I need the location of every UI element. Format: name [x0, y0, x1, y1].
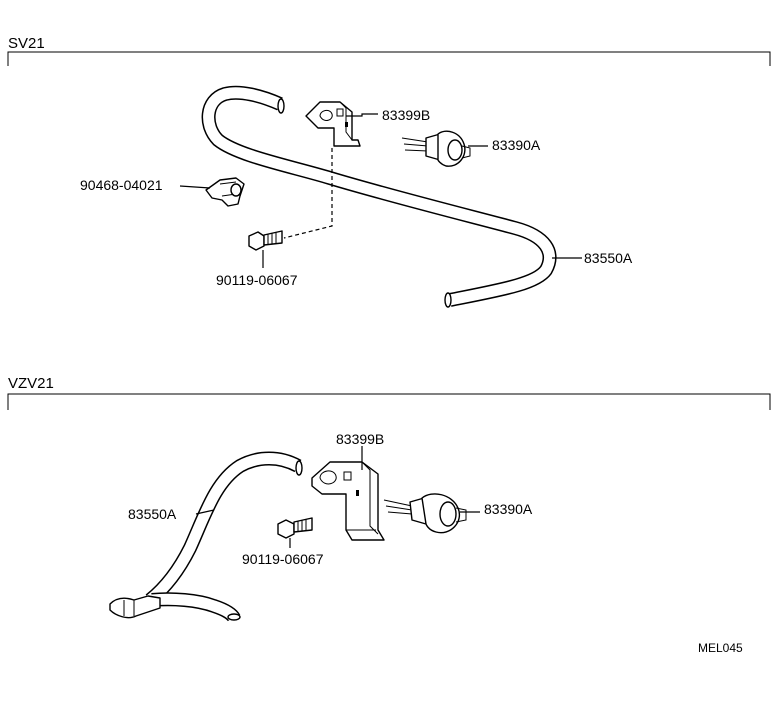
section-frame-sv21 [7, 51, 771, 66]
section-title-vzv21: VZV21 [8, 375, 54, 392]
label-83550a-vzv21: 83550A [128, 506, 177, 522]
switch-83390a-sv21 [401, 130, 471, 167]
label-83399b-sv21: 83399B [382, 107, 430, 123]
hose-83550a-vzv21 [109, 451, 303, 622]
label-83390a-vzv21: 83390A [484, 501, 533, 517]
section-sv21: SV21 [7, 35, 771, 308]
section-frame-vzv21 [7, 393, 771, 410]
label-90119-06067-vzv21: 90119-06067 [242, 551, 324, 567]
bracket-83399b-vzv21 [311, 461, 385, 541]
label-83399b-vzv21: 83399B [336, 431, 384, 447]
label-90119-06067-sv21: 90119-06067 [216, 272, 298, 288]
assembly-line-sv21 [283, 148, 333, 239]
bracket-83399b-sv21 [305, 101, 361, 147]
bolt-90119-06067-vzv21 [277, 517, 313, 539]
label-83390a-sv21: 83390A [492, 137, 541, 153]
label-90468-04021-sv21: 90468-04021 [80, 177, 163, 193]
section-title-sv21: SV21 [8, 35, 45, 52]
clamp-90468-04021-sv21 [205, 177, 245, 207]
switch-83390a-vzv21 [383, 493, 467, 534]
drawing-code: MEL045 [698, 641, 743, 655]
bolt-90119-06067-sv21 [248, 230, 283, 251]
hose-83550a-sv21 [201, 85, 557, 308]
label-83550a-sv21: 83550A [584, 250, 633, 266]
section-vzv21: VZV21 [7, 375, 771, 622]
